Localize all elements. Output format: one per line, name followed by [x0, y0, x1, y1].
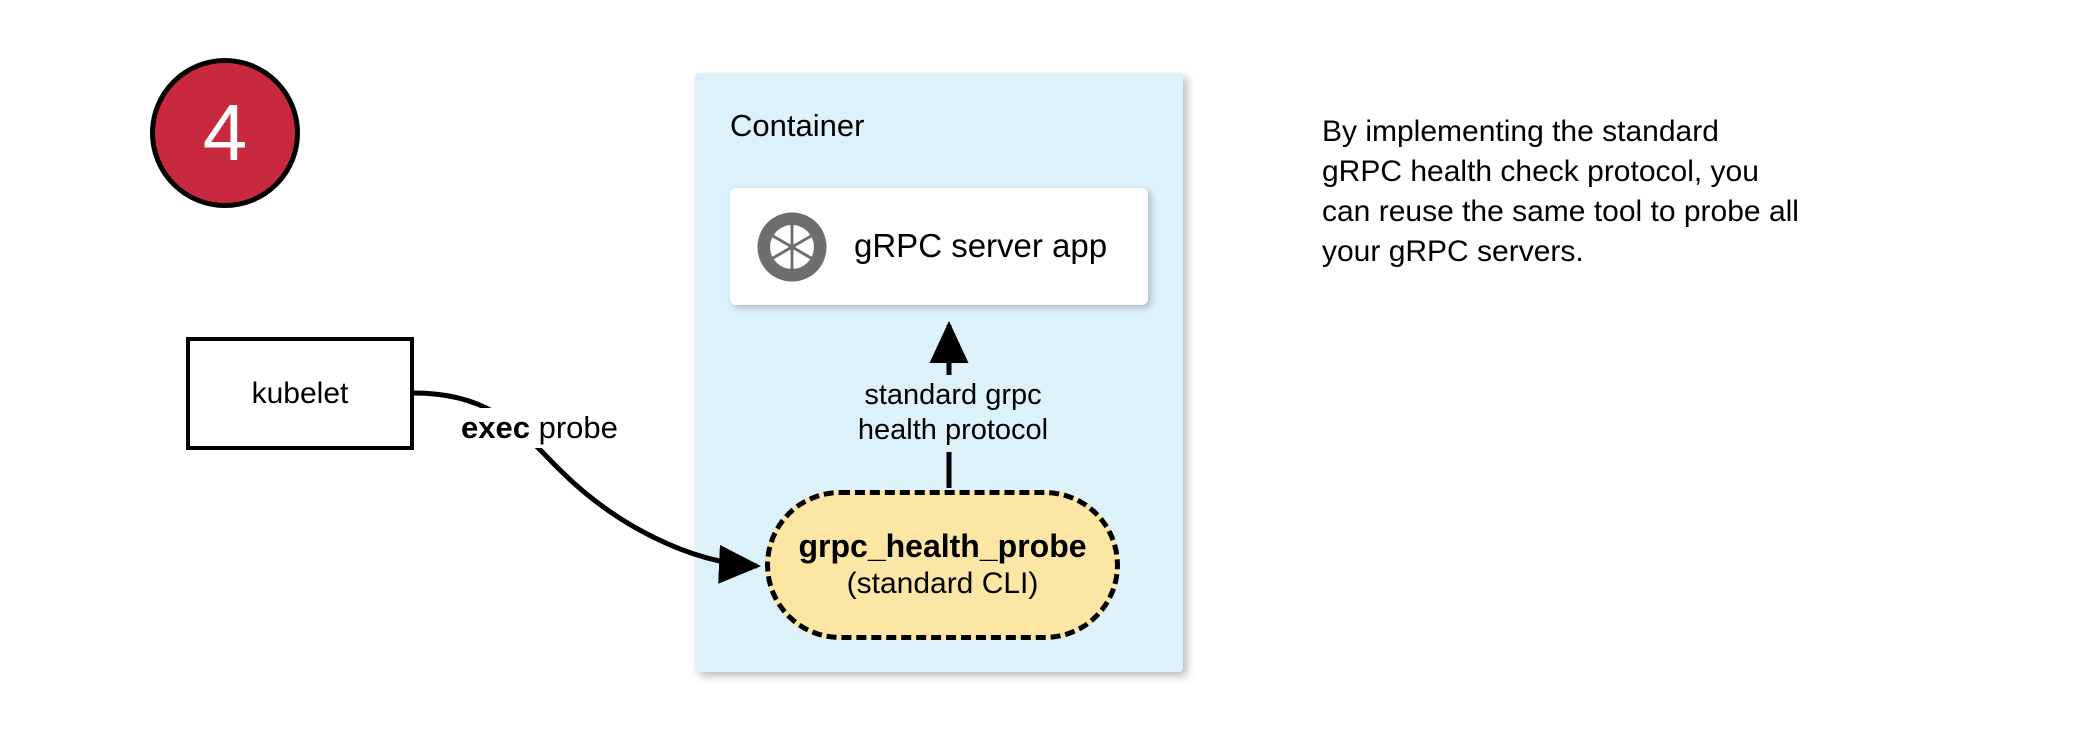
- exec-probe-label: exec probe: [455, 408, 624, 448]
- health-protocol-label: standard grpc health protocol: [837, 375, 1069, 452]
- probe-subtitle-label: (standard CLI): [846, 567, 1039, 601]
- grpc-server-app-card: gRPC server app: [730, 188, 1148, 305]
- health-protocol-line-1: standard grpc: [864, 379, 1042, 411]
- step-number-label: 4: [202, 88, 248, 177]
- grpc-health-probe-node: grpc_health_probe (standard CLI): [765, 490, 1120, 640]
- description-line-3: can reuse the same tool to probe all: [1322, 194, 1799, 228]
- description-line-2: gRPC health check protocol, you: [1322, 154, 1759, 188]
- kubelet-label: kubelet: [251, 377, 349, 410]
- grpc-aperture-icon: [757, 211, 827, 282]
- probe-title-label: grpc_health_probe: [798, 528, 1087, 565]
- grpc-server-app-label: gRPC server app: [854, 227, 1108, 265]
- description-line-1: By implementing the standard: [1322, 115, 1719, 148]
- step-number-badge: 4: [150, 58, 300, 208]
- kubelet-node: kubelet: [186, 337, 414, 450]
- container-label: Container: [730, 108, 865, 143]
- description-text: By implementing the standard gRPC health…: [1322, 112, 1922, 272]
- health-protocol-line-2: health protocol: [857, 414, 1049, 447]
- exec-probe-rest-text: probe: [529, 410, 618, 445]
- exec-probe-bold-text: exec: [461, 410, 530, 445]
- description-line-4: your gRPC servers.: [1322, 234, 1584, 268]
